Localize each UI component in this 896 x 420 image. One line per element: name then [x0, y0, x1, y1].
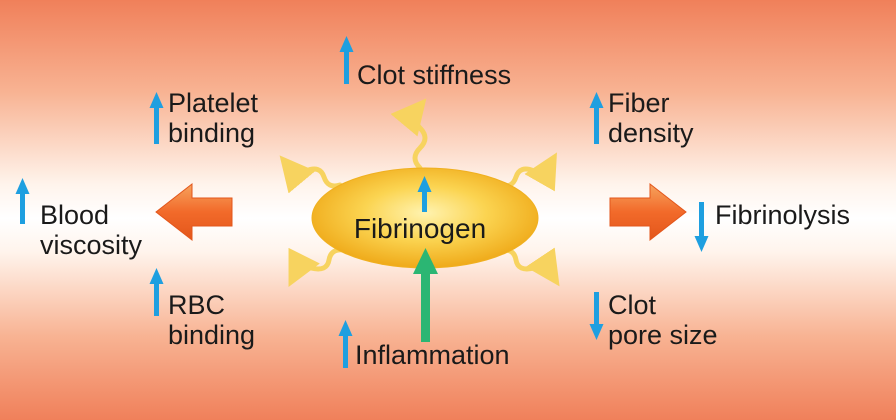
arrow-up-icon-inflammation [338, 320, 353, 368]
blood-viscosity-label: Blood viscosity [40, 200, 142, 260]
blood-line-2: viscosity [40, 230, 143, 260]
rbc-binding-label: RBC binding [168, 290, 255, 350]
arrow-down-icon-pore [589, 292, 604, 340]
fibrinogen-label: Fibrinogen [353, 213, 487, 244]
arrow-up-icon-fiber [589, 92, 604, 144]
fibrinolysis-label: Fibrinolysis [715, 200, 851, 230]
inflammation-label: Inflammation [355, 340, 510, 370]
change-arrows [15, 36, 709, 368]
wavy-arrow-platelet [279, 155, 343, 194]
platelet-binding-label: Platelet binding [168, 88, 258, 148]
rbc-line-1: RBC [168, 290, 226, 320]
wavy-arrow-fiber [497, 152, 557, 192]
pore-line-2: pore size [608, 320, 718, 350]
inflammation-input-arrow [413, 248, 438, 342]
clot-pore-size-label: Clot pore size [608, 290, 718, 350]
block-arrow-right [609, 182, 687, 242]
clot-stiffness-label: Clot stiffness [357, 60, 512, 90]
blood-line-1: Blood [40, 200, 110, 230]
platelet-line-1: Platelet [168, 88, 259, 118]
arrow-up-icon-fibrinogen [417, 176, 432, 212]
wavy-arrow-clot-stiffness [390, 98, 428, 171]
arrow-up-icon-clot-stiffness [339, 36, 354, 84]
block-arrow-left [155, 182, 233, 242]
platelet-line-2: binding [168, 118, 256, 148]
arrow-up-icon-platelet [149, 92, 164, 144]
arrow-down-icon-fibrinolysis [694, 202, 709, 252]
fiber-line-1: Fiber [608, 88, 670, 118]
rbc-line-2: binding [168, 320, 256, 350]
fiber-line-2: density [608, 118, 694, 148]
wavy-arrow-pore [497, 247, 560, 287]
arrow-up-icon-blood [15, 178, 30, 224]
fiber-density-label: Fiber density [608, 88, 694, 148]
pore-line-1: Clot [608, 290, 657, 320]
arrow-up-icon-rbc [149, 268, 164, 316]
wavy-arrow-rbc [288, 247, 348, 287]
